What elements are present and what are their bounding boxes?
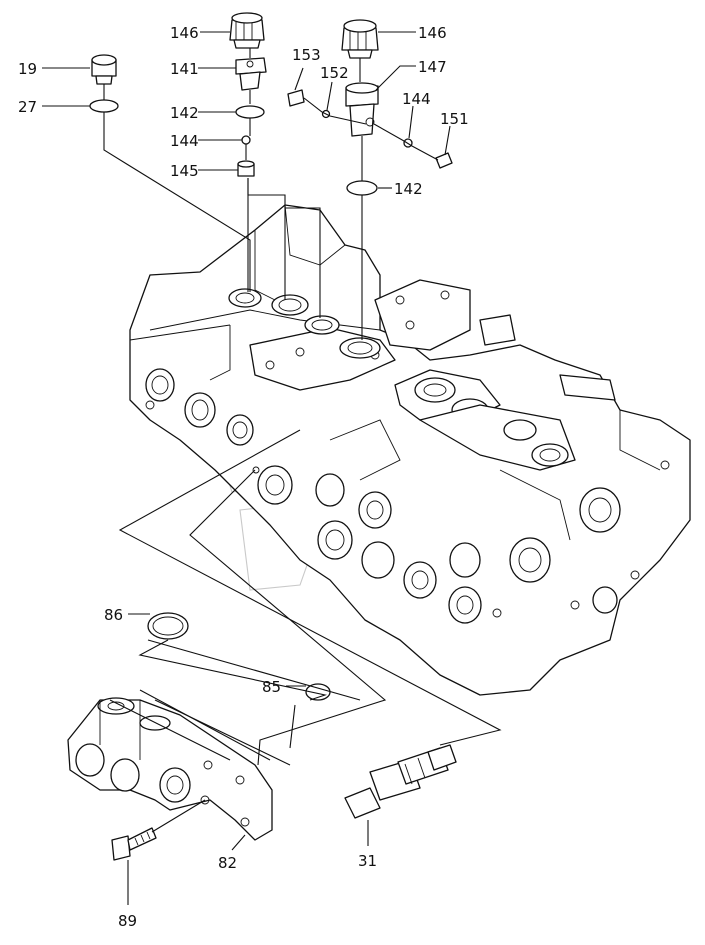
part-27-o-ring	[89, 99, 119, 113]
label-27: 27	[18, 98, 37, 116]
part-151-plug	[435, 152, 453, 169]
part-31-cartridge-valve	[344, 744, 457, 819]
label-82: 82	[218, 854, 237, 872]
part-141-sleeve	[235, 48, 267, 91]
part-142-o-ring-left	[235, 105, 265, 119]
part-145-seat	[237, 160, 255, 177]
label-141: 141	[170, 60, 199, 78]
part-142-o-ring-right	[346, 180, 378, 196]
part-147-valve-sleeve	[345, 82, 379, 137]
label-146-left: 146	[170, 24, 199, 42]
part-146-plug-left	[229, 12, 265, 49]
label-85: 85	[262, 678, 281, 696]
label-142-left: 142	[170, 104, 199, 122]
label-152: 152	[320, 64, 349, 82]
part-146-plug-right	[341, 19, 379, 59]
label-151: 151	[440, 110, 469, 128]
label-144-left: 144	[170, 132, 199, 150]
label-145: 145	[170, 162, 199, 180]
label-19: 19	[18, 60, 37, 78]
part-144-ball-left	[241, 135, 251, 145]
label-144-right: 144	[402, 90, 431, 108]
label-153: 153	[292, 46, 321, 64]
label-147: 147	[418, 58, 447, 76]
part-82-cover	[67, 697, 273, 841]
part-labels: 146 141 142 144 145 19 27 153 152 146 14…	[18, 24, 469, 930]
leader-lines	[42, 31, 451, 905]
control-valve-body	[129, 204, 691, 696]
label-86: 86	[104, 606, 123, 624]
label-89: 89	[118, 912, 137, 930]
label-31: 31	[358, 852, 377, 870]
part-89-bolt	[111, 827, 157, 861]
part-19-plug	[91, 54, 117, 85]
label-146-right: 146	[418, 24, 447, 42]
part-153-plug	[287, 89, 305, 107]
label-142-right: 142	[394, 180, 423, 198]
